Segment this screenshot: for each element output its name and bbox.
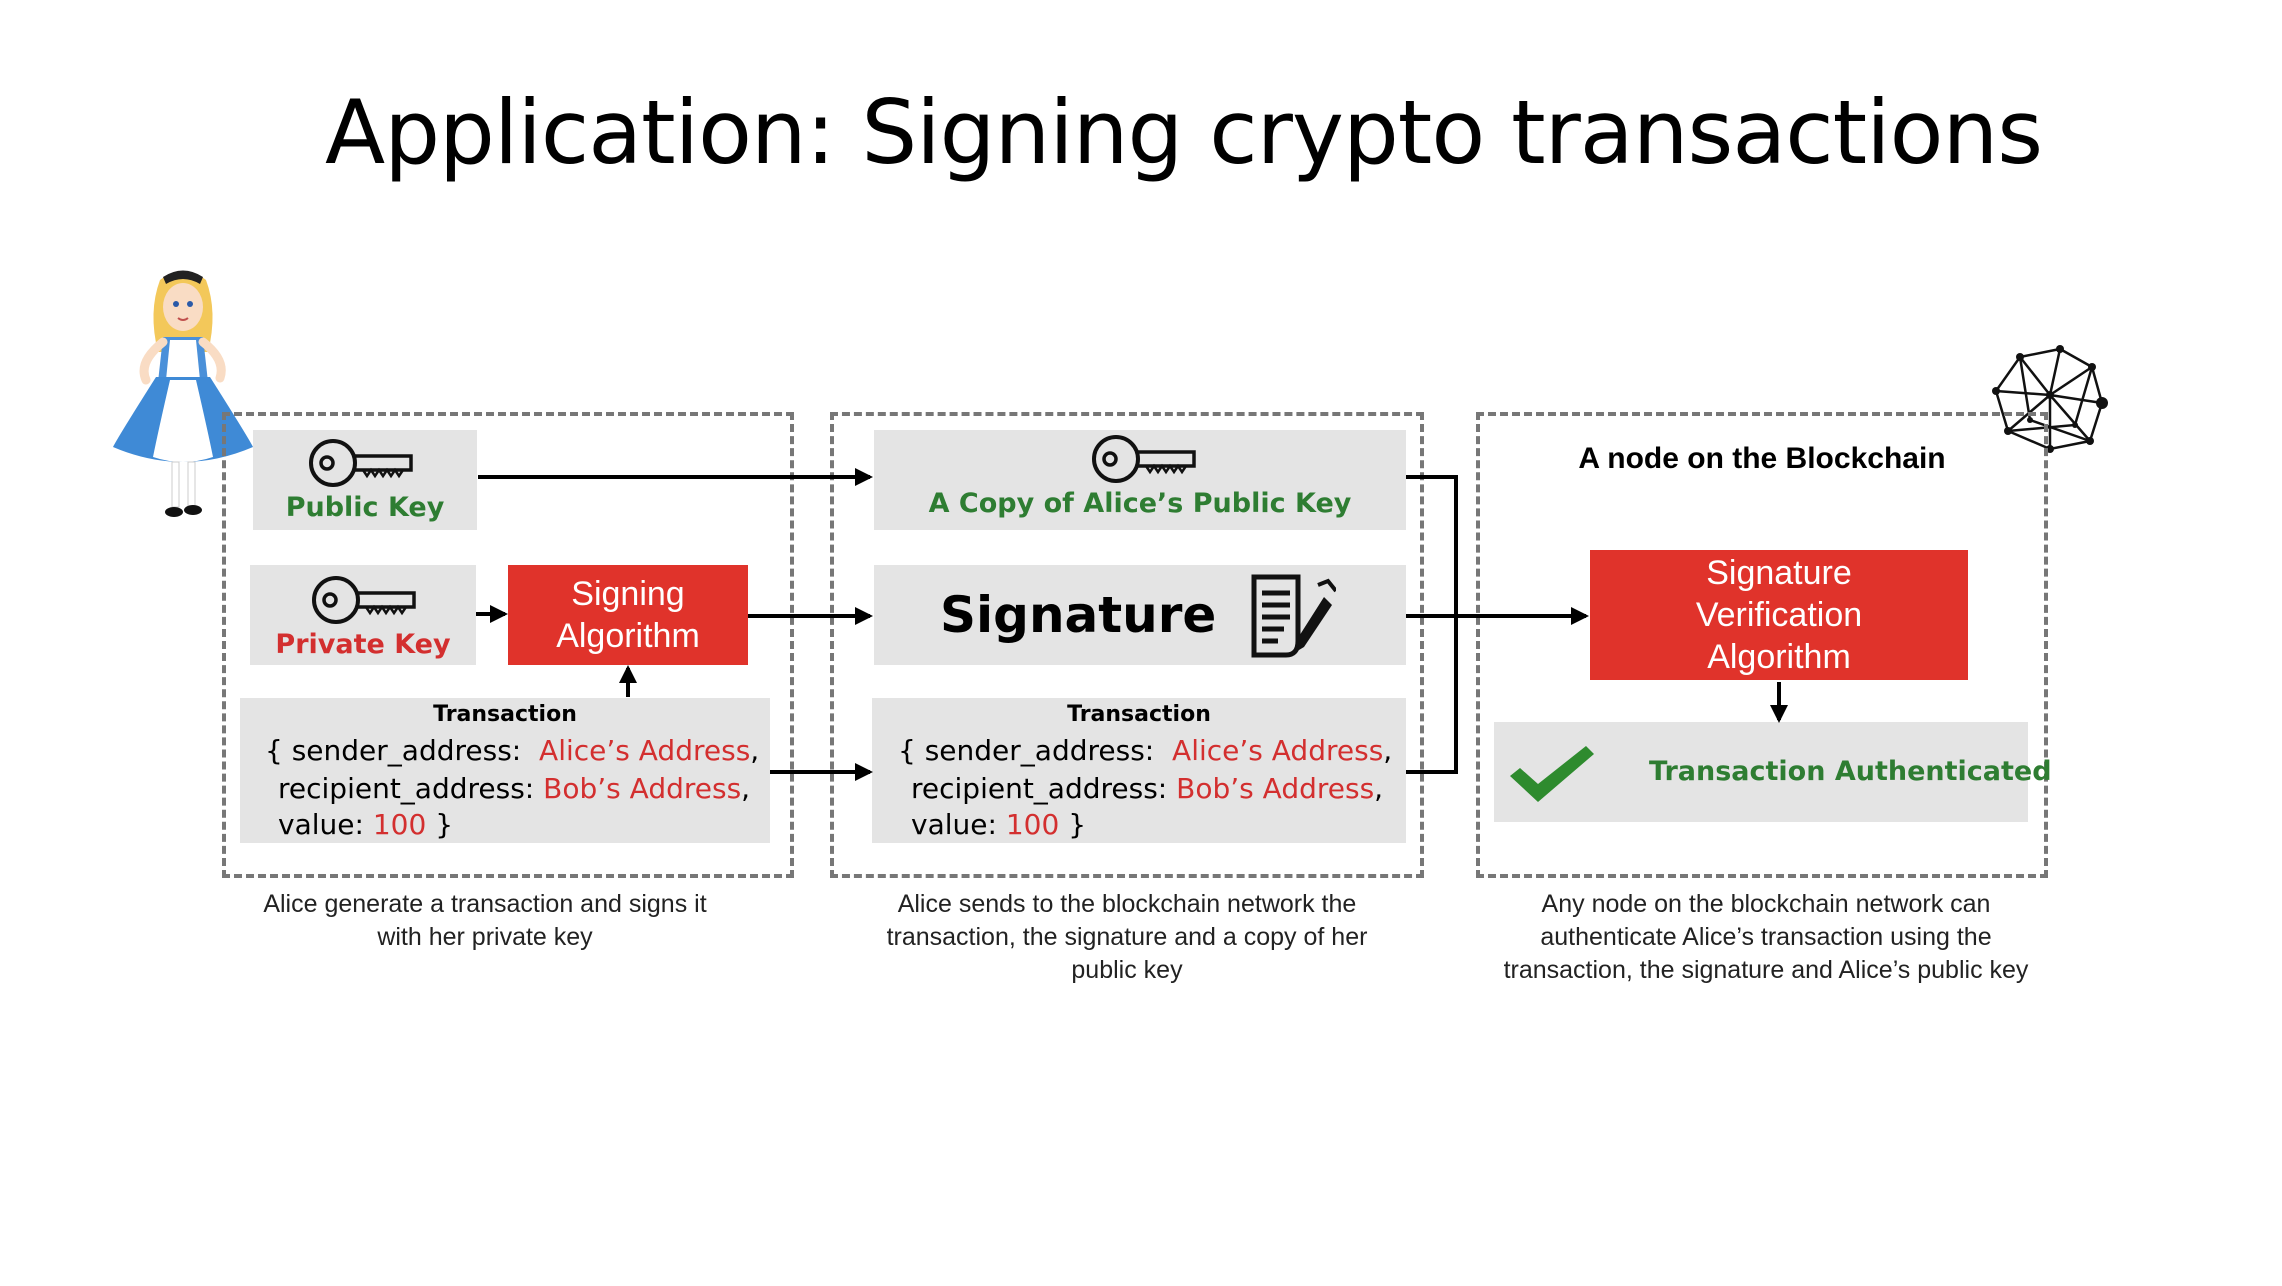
transaction-box-network: Transaction { sender_address: Alice’s Ad… [872, 698, 1406, 843]
node-heading: A node on the Blockchain [1578, 442, 1946, 475]
transaction-title: Transaction [1067, 702, 1211, 727]
caption-line: Alice sends to the blockchain network th… [897, 890, 1357, 918]
private-key-label: Private Key [275, 629, 451, 660]
transaction-title: Transaction [433, 702, 577, 727]
sender-value: Alice’s Address [539, 734, 751, 767]
value-line: value: 100 } [911, 806, 1086, 843]
caption-line: transaction, the signature and Alice’s p… [1503, 956, 2029, 984]
document-pen-icon [1246, 571, 1338, 666]
value-line: value: 100 } [278, 806, 453, 843]
authenticated-box: Transaction Authenticated [1494, 722, 2052, 822]
key-icon [1090, 432, 1200, 491]
caption-line: Alice generate a transaction and signs i… [263, 890, 707, 918]
key-icon [310, 573, 420, 632]
public-key-copy-label: A Copy of Alice’s Public Key [928, 488, 1352, 519]
value-key: value: [911, 808, 997, 841]
caption-line: with her private key [377, 923, 593, 951]
alice-character-icon [108, 262, 258, 532]
recipient-key: recipient_address: [911, 772, 1168, 805]
public-key-box: Public Key [253, 430, 477, 530]
close-brace: } [435, 808, 454, 841]
sender-key: { sender_address: [265, 734, 522, 767]
close-brace: } [1068, 808, 1087, 841]
authenticated-label: Transaction Authenticated [1649, 756, 2052, 787]
value-key: value: [278, 808, 364, 841]
key-icon [307, 436, 417, 495]
signature-box: Signature [874, 565, 1406, 665]
sender-line: { sender_address: Alice’s Address, [898, 734, 1393, 767]
caption-line: authenticate Alice’s transaction using t… [1540, 923, 1992, 951]
caption-line: public key [1071, 956, 1183, 984]
signing-algorithm-box: Signing Algorithm [508, 565, 748, 665]
signature-label: Signature [940, 586, 1217, 644]
value-value: 100 [1005, 808, 1060, 841]
caption-line: transaction, the signature and a copy of… [886, 923, 1368, 951]
panel-node-border [1476, 412, 2048, 878]
public-key-copy-box: A Copy of Alice’s Public Key [874, 430, 1406, 530]
recipient-value: Bob’s Address [1176, 772, 1375, 805]
recipient-line: recipient_address: Bob’s Address, [911, 772, 1384, 805]
public-key-label: Public Key [285, 492, 445, 523]
private-key-box: Private Key [250, 565, 476, 665]
caption-node: Any node on the blockchain network can a… [1466, 888, 2066, 987]
checkmark-icon [1506, 742, 1596, 809]
sender-key: { sender_address: [898, 734, 1155, 767]
recipient-line: recipient_address: Bob’s Address, [278, 772, 751, 805]
transaction-box-alice: Transaction { sender_address: Alice’s Ad… [240, 698, 770, 843]
merge-connector [1406, 475, 1458, 774]
sender-line: { sender_address: Alice’s Address, [265, 734, 760, 767]
caption-alice: Alice generate a transaction and signs i… [200, 888, 770, 954]
panel-network-border [830, 412, 1424, 878]
caption-line: Any node on the blockchain network can [1541, 890, 1991, 918]
caption-network: Alice sends to the blockchain network th… [830, 888, 1424, 987]
verification-algorithm-box: Signature Verification Algorithm [1590, 550, 1968, 680]
value-value: 100 [372, 808, 427, 841]
slide-title: Application: Signing crypto transactions [325, 81, 2043, 184]
panel-alice-border [222, 412, 794, 878]
recipient-key: recipient_address: [278, 772, 535, 805]
sender-value: Alice’s Address [1172, 734, 1384, 767]
recipient-value: Bob’s Address [543, 772, 742, 805]
network-graph-icon [1990, 345, 2110, 455]
